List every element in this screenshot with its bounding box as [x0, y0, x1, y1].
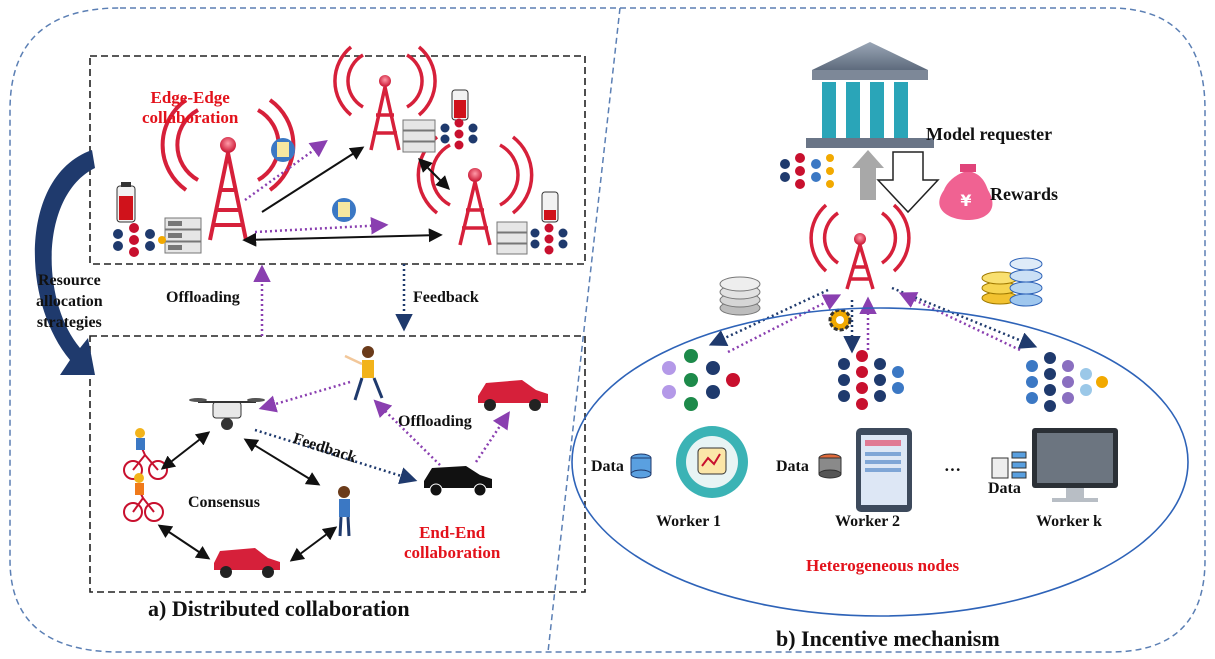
rewards-label: Rewards [990, 184, 1058, 204]
drone-icon [189, 398, 265, 430]
resource-allocation-arrow [34, 150, 95, 375]
caption-right: b) Incentive mechanism [776, 626, 1000, 651]
heterogeneous-nodes-label: Heterogeneous nodes [806, 556, 960, 575]
resource-line1: Resource [37, 272, 101, 289]
edge-tower-2 [333, 45, 437, 151]
edge-edge-label-line1: Edge-Edge [150, 88, 230, 107]
coins-icon-large [981, 257, 1043, 307]
arrow-car-person [289, 526, 338, 562]
arrow-drone-person [243, 438, 321, 486]
arrow-tower-worker1 [708, 288, 829, 347]
arrow-edge2-edge3 [418, 158, 450, 190]
black-car-icon [424, 466, 492, 497]
outer-dashed-frame [9, 7, 1206, 653]
neural-net-icon-workerk [1026, 352, 1108, 412]
arrow-pedestrian-drone [258, 380, 351, 413]
consensus-label: Consensus [188, 494, 261, 511]
feedback-down-label: Feedback [413, 289, 479, 306]
resource-line2: allocation [36, 293, 103, 310]
arrow-car-pedestrian [373, 399, 441, 466]
database-icon-1 [630, 453, 652, 479]
upload-model-arrow [852, 150, 884, 200]
bank-building-icon [806, 42, 934, 148]
purple-offload-2 [254, 217, 389, 235]
offloading-inner-label: Offloading [398, 413, 472, 430]
caption-left: a) Distributed collaboration [148, 596, 410, 621]
computer-monitor-icon [1032, 428, 1118, 502]
coins-icon-small [719, 276, 761, 316]
neural-net-icon-edge-3 [530, 223, 568, 255]
worker-2-label: Worker 2 [835, 513, 901, 530]
document-icon-1 [271, 138, 295, 162]
arrow-edge1-edge2 [261, 146, 365, 213]
data-label-workerk: Data [988, 480, 1021, 497]
server-icon-1 [164, 217, 202, 254]
cyclist-icon-2 [123, 473, 164, 522]
data-label-worker1: Data [591, 458, 624, 475]
model-requester-label: Model requester [926, 124, 1053, 144]
offloading-up-label: Offloading [166, 289, 240, 306]
end-end-label: End-End collaboration [404, 523, 500, 563]
data-label-worker2: Data [776, 458, 809, 475]
end-end-box [89, 335, 586, 593]
ellipsis-label: ··· [944, 460, 962, 479]
arrow-edge1-edge3 [242, 228, 443, 247]
arrow-workerk-tower [898, 292, 1021, 352]
resource-allocation-label: Resource allocation strategies [36, 270, 103, 333]
money-bag-icon [939, 164, 993, 220]
arrow-car-redcar [474, 411, 510, 463]
battery-icon-2 [451, 89, 469, 121]
document-icon-2 [332, 198, 356, 222]
server-icon-2 [402, 119, 436, 153]
heterogeneous-nodes-ellipse [571, 307, 1189, 617]
person-standing-icon [338, 486, 351, 537]
resource-line3: strategies [36, 314, 102, 331]
purple-offload-1 [244, 139, 328, 202]
tablet-icon [856, 428, 912, 512]
battery-icon-3 [541, 191, 559, 223]
reward-down-arrow [876, 151, 940, 214]
red-car-icon-right [478, 380, 548, 411]
end-end-label-line1: End-End [419, 523, 486, 542]
neural-net-icon-edge-2 [440, 118, 478, 150]
database-icon-2 [818, 453, 842, 479]
neural-net-icon-worker2 [838, 350, 904, 410]
end-end-label-line2: collaboration [404, 543, 501, 562]
cyclist-icon-1 [123, 428, 168, 480]
server-tower-icon [809, 203, 911, 290]
neural-net-icon-worker1 [662, 349, 740, 411]
gear-icon [828, 308, 852, 332]
red-car-icon-bottom [214, 548, 280, 578]
arrow-cyclist-car [157, 524, 211, 560]
pedestrian-icon [344, 346, 384, 401]
panel-separator [547, 7, 621, 653]
server-icon-3 [496, 221, 528, 255]
edge-edge-label-line2: collaboration [142, 108, 239, 127]
smartwatch-icon [676, 426, 748, 498]
arrow-drone-cyclist [160, 431, 211, 470]
worker-1-label: Worker 1 [656, 513, 722, 530]
database-icon-k [991, 451, 1027, 479]
worker-k-label: Worker k [1036, 513, 1102, 530]
edge-edge-label: Edge-Edge collaboration [142, 88, 238, 128]
arrow-worker1-tower [727, 294, 842, 354]
edge-tower-3 [416, 135, 534, 246]
neural-net-icon-edge-1 [113, 223, 166, 257]
yen-symbol: ¥ [960, 191, 971, 210]
battery-icon-1 [116, 182, 136, 223]
neural-net-icon-requester [780, 153, 834, 189]
